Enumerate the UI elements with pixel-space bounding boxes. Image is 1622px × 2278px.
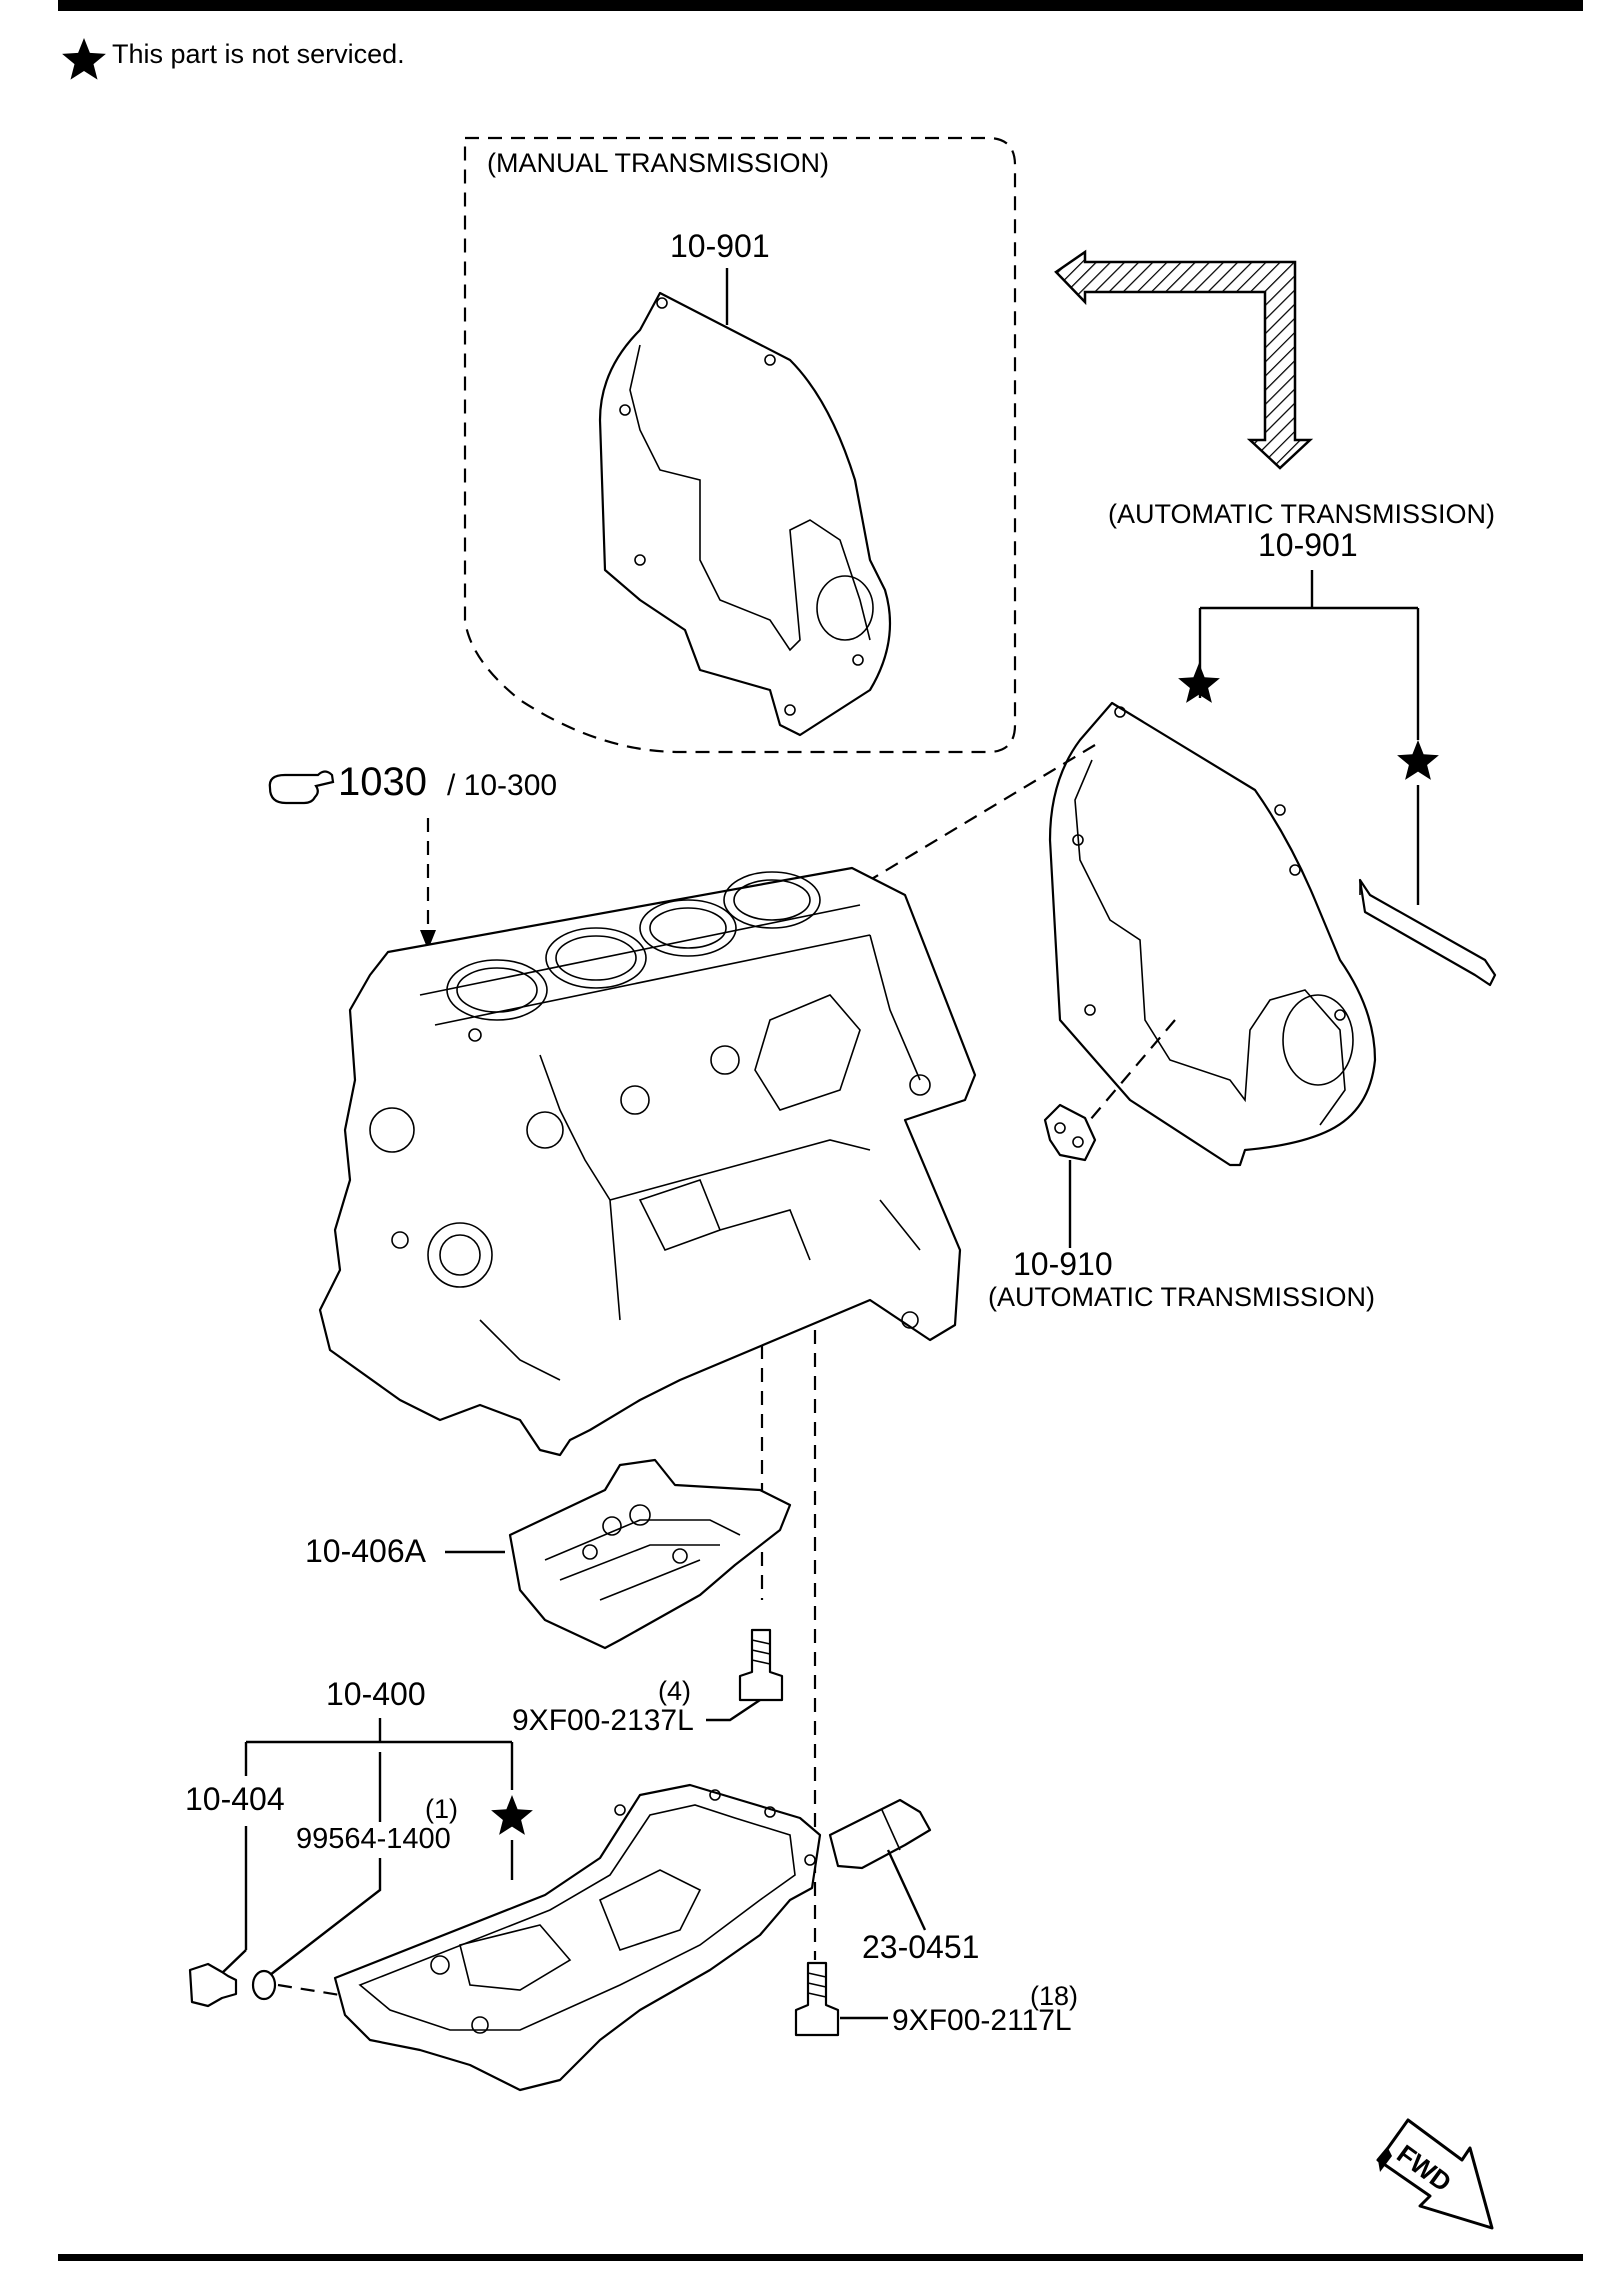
manual-gasket bbox=[598, 291, 892, 737]
pointing-hand-icon bbox=[268, 770, 335, 805]
black-star-icon bbox=[1178, 663, 1220, 703]
auto-gasket-title: (AUTOMATIC TRANSMISSION) bbox=[1108, 499, 1495, 529]
auto-gasket bbox=[1048, 701, 1377, 1167]
qty-1-label: (1) bbox=[425, 1794, 458, 1824]
dipstick-tube bbox=[828, 1798, 932, 1870]
bolt-2117-group: (18) 9XF00-2117L bbox=[794, 1961, 1078, 2037]
baffle-plate-label: 10-406A bbox=[305, 1533, 427, 1569]
oil-pan-label: 10-400 bbox=[326, 1676, 426, 1712]
reference-sub: / 10-300 bbox=[447, 769, 557, 802]
drain-plug-label: 10-404 bbox=[185, 1781, 285, 1817]
baffle-plate bbox=[508, 1458, 792, 1650]
auto-gasket-part-label: 10-901 bbox=[1258, 527, 1358, 563]
note-text: This part is not serviced. bbox=[112, 39, 405, 69]
part-10-910-group: 10-910 (AUTOMATIC TRANSMISSION) bbox=[988, 1019, 1375, 1312]
bolt-2137-qty: (4) bbox=[658, 1676, 691, 1706]
drain-plug bbox=[188, 1962, 238, 2008]
dipstick-tube-group: 23-0451 bbox=[828, 1798, 979, 1965]
part-10-910-note: (AUTOMATIC TRANSMISSION) bbox=[988, 1282, 1375, 1312]
bolt-2117-qty: (18) bbox=[1030, 1981, 1078, 2011]
manual-box-outline bbox=[463, 136, 1017, 754]
hatched-arrow bbox=[1054, 249, 1314, 470]
bolt-2137-group: (4) 9XF00-2137L bbox=[512, 1628, 784, 1737]
note: This part is not serviced. bbox=[62, 38, 405, 80]
reference-callout: 1030 / 10-300 bbox=[268, 760, 557, 950]
top-rule bbox=[58, 0, 1583, 11]
drain-plug-washer bbox=[251, 1969, 277, 2001]
bolt-2137-label: 9XF00-2137L bbox=[512, 1704, 694, 1737]
manual-box-title: (MANUAL TRANSMISSION) bbox=[487, 148, 829, 178]
bolt-2117-label: 9XF00-2117L bbox=[892, 2004, 1072, 2037]
gasket-strip bbox=[1358, 878, 1497, 987]
part-10-910-label: 10-910 bbox=[1013, 1246, 1113, 1282]
auto-gasket-group: (AUTOMATIC TRANSMISSION) 10-901 bbox=[869, 499, 1497, 1167]
bolt-2117 bbox=[794, 1961, 840, 2037]
black-star-icon bbox=[491, 1795, 533, 1835]
fwd-arrow-icon: FWD bbox=[1376, 2118, 1494, 2230]
gasket-washer-label: 99564-1400 bbox=[296, 1823, 451, 1855]
manual-transmission-group: (MANUAL TRANSMISSION) 10-901 bbox=[463, 136, 1017, 754]
part-10-910 bbox=[1043, 1103, 1097, 1162]
cylinder-block bbox=[318, 866, 977, 1457]
black-star-icon bbox=[1397, 740, 1439, 780]
reference-number: 1030 bbox=[338, 760, 427, 804]
bolt-2137 bbox=[738, 1628, 784, 1702]
oil-pan bbox=[333, 1783, 822, 2092]
baffle-plate-group: 10-406A bbox=[305, 1458, 792, 1650]
oil-pan-callouts: 10-400 10-404 (1) 99564-1400 bbox=[185, 1676, 533, 1976]
bottom-rule bbox=[58, 2254, 1583, 2261]
manual-part-label: 10-901 bbox=[670, 228, 770, 264]
dipstick-tube-label: 23-0451 bbox=[862, 1929, 979, 1965]
black-star-icon bbox=[62, 38, 106, 80]
